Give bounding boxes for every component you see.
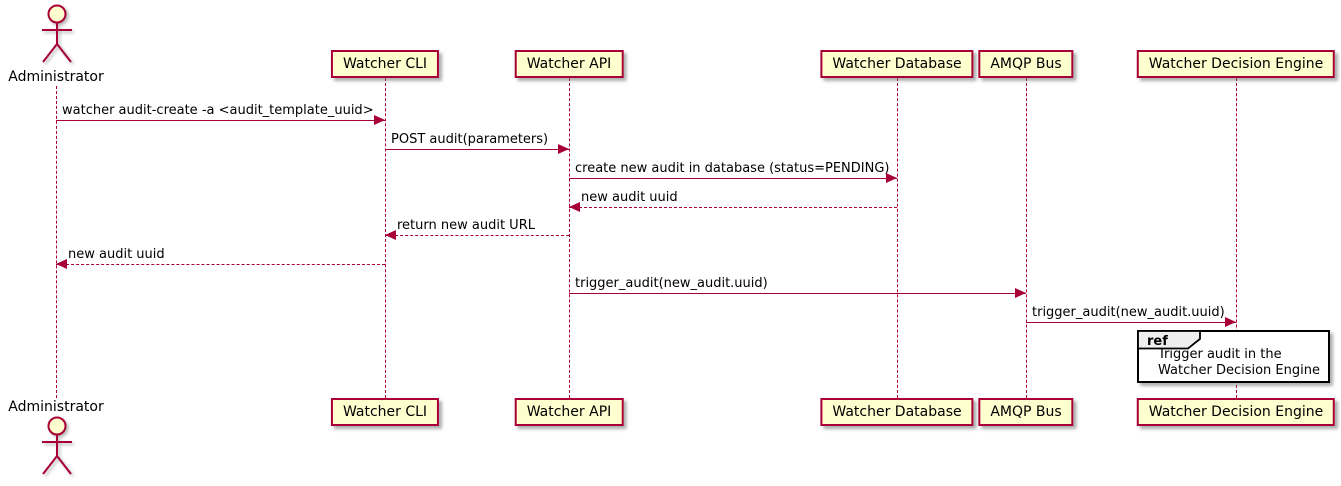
participant-watcher-api-top: Watcher API <box>514 50 624 78</box>
actor-administrator-bottom: Administrator <box>8 399 104 415</box>
message-4-arrowhead-icon <box>569 202 580 212</box>
lifeline-watcher-api <box>569 78 570 398</box>
ref-tab: ref <box>1137 330 1201 350</box>
lifeline-amqp-bus <box>1026 78 1027 398</box>
message-3-label: create new audit in database (status=PEN… <box>575 161 890 176</box>
ref-content: Trigger audit in the Watcher Decision En… <box>1158 347 1320 379</box>
message-8-line <box>1026 322 1236 323</box>
message-1-label: watcher audit-create -a <audit_template_… <box>62 103 374 118</box>
participant-amqp-bus-bottom: AMQP Bus <box>978 398 1074 426</box>
message-7-arrowhead-icon <box>1015 288 1026 298</box>
participant-watcher-cli-bottom: Watcher CLI <box>330 398 440 426</box>
message-5-label: return new audit URL <box>397 218 535 233</box>
message-1-arrowhead-icon <box>374 115 385 125</box>
ref-content-line2: Watcher Decision Engine <box>1158 363 1320 378</box>
message-8-arrowhead-icon <box>1225 317 1236 327</box>
message-2-line <box>385 149 569 150</box>
ref-content-line1: Trigger audit in the <box>1158 347 1282 362</box>
message-7-line <box>569 293 1026 294</box>
participant-watcher-decision-engine-bottom: Watcher Decision Engine <box>1136 398 1336 426</box>
participant-watcher-database-top: Watcher Database <box>820 50 974 78</box>
actor-icon-bottom <box>42 416 72 475</box>
message-5-line <box>385 235 569 236</box>
message-7-label: trigger_audit(new_audit.uuid) <box>575 276 768 291</box>
message-3-line <box>569 178 897 179</box>
svg-text:ref: ref <box>1147 334 1168 349</box>
lifeline-watcher-decision-engine <box>1236 78 1237 398</box>
message-4-label: new audit uuid <box>581 190 678 205</box>
participant-watcher-decision-engine-top: Watcher Decision Engine <box>1136 50 1336 78</box>
actor-administrator-top: Administrator <box>8 69 104 85</box>
message-2-arrowhead-icon <box>558 144 569 154</box>
message-6-line <box>56 264 385 265</box>
participant-watcher-api-bottom: Watcher API <box>514 398 624 426</box>
message-5-arrowhead-icon <box>385 230 396 240</box>
participant-watcher-database-bottom: Watcher Database <box>820 398 974 426</box>
message-1-line <box>56 120 385 121</box>
lifeline-watcher-database <box>897 78 898 398</box>
message-3-arrowhead-icon <box>886 173 897 183</box>
ref-fragment: ref Trigger audit in the Watcher Decisio… <box>1137 330 1330 383</box>
message-6-label: new audit uuid <box>68 247 165 262</box>
message-2-label: POST audit(parameters) <box>391 132 549 147</box>
actor-icon <box>42 4 72 63</box>
participant-watcher-cli-top: Watcher CLI <box>330 50 440 78</box>
message-6-arrowhead-icon <box>56 259 67 269</box>
participant-amqp-bus-top: AMQP Bus <box>978 50 1074 78</box>
message-8-label: trigger_audit(new_audit.uuid) <box>1032 305 1225 320</box>
message-4-line <box>569 207 897 208</box>
lifeline-administrator <box>56 86 57 398</box>
